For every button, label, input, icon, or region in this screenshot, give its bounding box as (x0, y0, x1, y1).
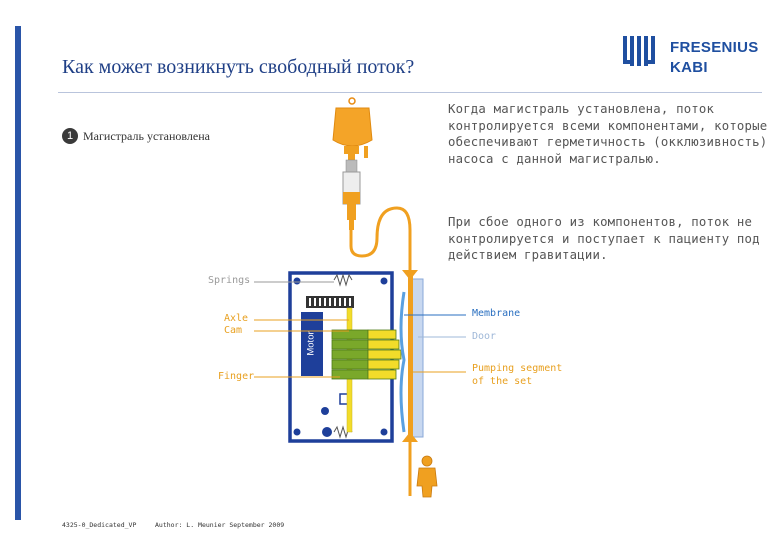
slide-title: Как может возникнуть свободный поток? (62, 56, 415, 78)
footer-author: Author: L. Meunier September 2009 (155, 521, 285, 529)
label-door: Door (472, 331, 497, 342)
label-springs: Springs (208, 275, 251, 286)
membrane (399, 291, 406, 433)
pump-fingers (331, 329, 402, 380)
label-membrane: Membrane (472, 308, 521, 319)
pump-door (411, 278, 424, 438)
patient-figure-icon (416, 455, 438, 498)
label-motor: Motor (305, 331, 317, 356)
pumping-segment (408, 272, 413, 442)
lower-clamp (402, 432, 418, 442)
label-pumping-segment-1: Pumping segment (472, 363, 563, 374)
label-finger: Finger (218, 371, 255, 382)
iv-tubing (349, 206, 412, 272)
step-number-badge: 1 (62, 128, 78, 144)
spring-top (333, 273, 353, 287)
title-divider (58, 92, 762, 93)
paragraph-1: Когда магистраль установлена, поток конт… (448, 102, 768, 166)
step-indicator: 1 Магистраль установлена (62, 128, 210, 144)
motor-block (301, 312, 323, 376)
footer-code: 4325-0_Dedicated_VP (62, 521, 137, 529)
fresenius-logo-icon (623, 36, 655, 66)
paragraph-2: При сбое одного из компонентов, поток не… (448, 215, 760, 262)
label-axle: Axle (224, 313, 249, 324)
label-pumping-segment-2: of the set (472, 376, 533, 387)
drip-chamber-icon (342, 159, 361, 230)
left-accent-bar (15, 26, 21, 520)
label-cam: Cam (224, 325, 243, 336)
pump-screws (293, 277, 388, 437)
step-label: Магистраль установлена (83, 128, 210, 143)
logo-text: FRESENIUS KABI (670, 38, 759, 78)
logo-line1: FRESENIUS (670, 39, 759, 56)
iv-bag-icon (332, 97, 373, 160)
logo-line2: KABI (670, 59, 708, 76)
upper-clamp (402, 270, 418, 280)
